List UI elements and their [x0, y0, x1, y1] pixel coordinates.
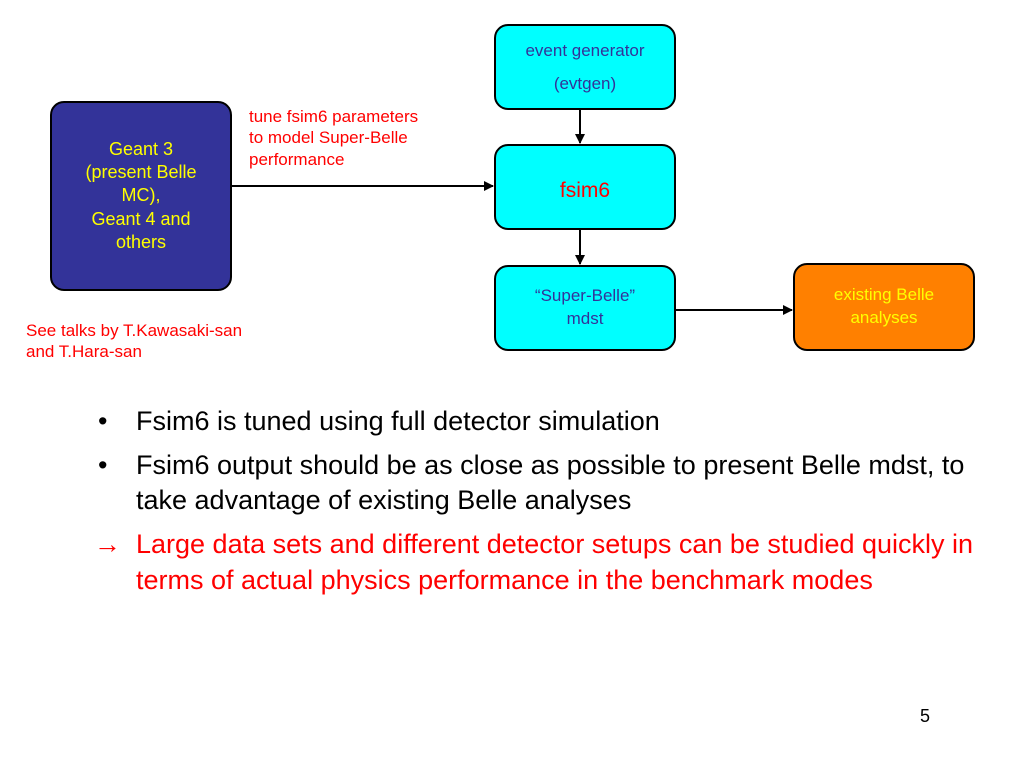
- geant-box: Geant 3 (present Belle MC), Geant 4 and …: [50, 101, 232, 291]
- super-belle-mdst-box: “Super-Belle” mdst: [494, 265, 676, 351]
- bullet-dot-icon: •: [98, 449, 108, 480]
- bullet-list: • Fsim6 is tuned using full detector sim…: [86, 404, 986, 606]
- event-generator-box: event generator (evtgen): [494, 24, 676, 110]
- analyses-label: analyses: [850, 308, 918, 327]
- event-generator-label: event generator: [525, 40, 645, 60]
- fsim6-box: fsim6: [494, 144, 676, 230]
- bullet-text: Large data sets and different detector s…: [136, 528, 974, 595]
- geant-line-4: Geant 4 and: [91, 208, 191, 229]
- geant-line-1: Geant 3: [108, 138, 174, 159]
- super-belle-label: “Super-Belle”: [534, 286, 636, 305]
- event-generator-sublabel: (evtgen): [553, 74, 617, 93]
- bullet-text: Fsim6 is tuned using full detector simul…: [136, 406, 660, 436]
- mdst-label: mdst: [566, 308, 604, 328]
- existing-analyses-box: existing Belle analyses: [793, 263, 975, 351]
- bullet-text: Fsim6 output should be as close as possi…: [136, 449, 965, 516]
- geant-line-5: others: [115, 232, 167, 253]
- existing-belle-label: existing Belle: [833, 285, 935, 305]
- right-arrow-icon: →: [94, 528, 121, 559]
- fsim6-label: fsim6: [559, 179, 611, 202]
- geant-line-2: (present Belle: [85, 161, 197, 182]
- bullet-item: • Fsim6 is tuned using full detector sim…: [86, 404, 986, 440]
- see-talks-note: See talks by T.Kawasaki-san and T.Hara-s…: [26, 321, 243, 362]
- bullet-item: → Large data sets and different detector…: [86, 527, 986, 598]
- page-number: 5: [920, 706, 931, 726]
- geant-line-3: MC),: [121, 185, 161, 206]
- tune-fsim6-note: tune fsim6 parameters to model Super-Bel…: [249, 107, 419, 169]
- bullet-dot-icon: •: [98, 406, 108, 436]
- bullet-item: • Fsim6 output should be as close as pos…: [86, 448, 986, 519]
